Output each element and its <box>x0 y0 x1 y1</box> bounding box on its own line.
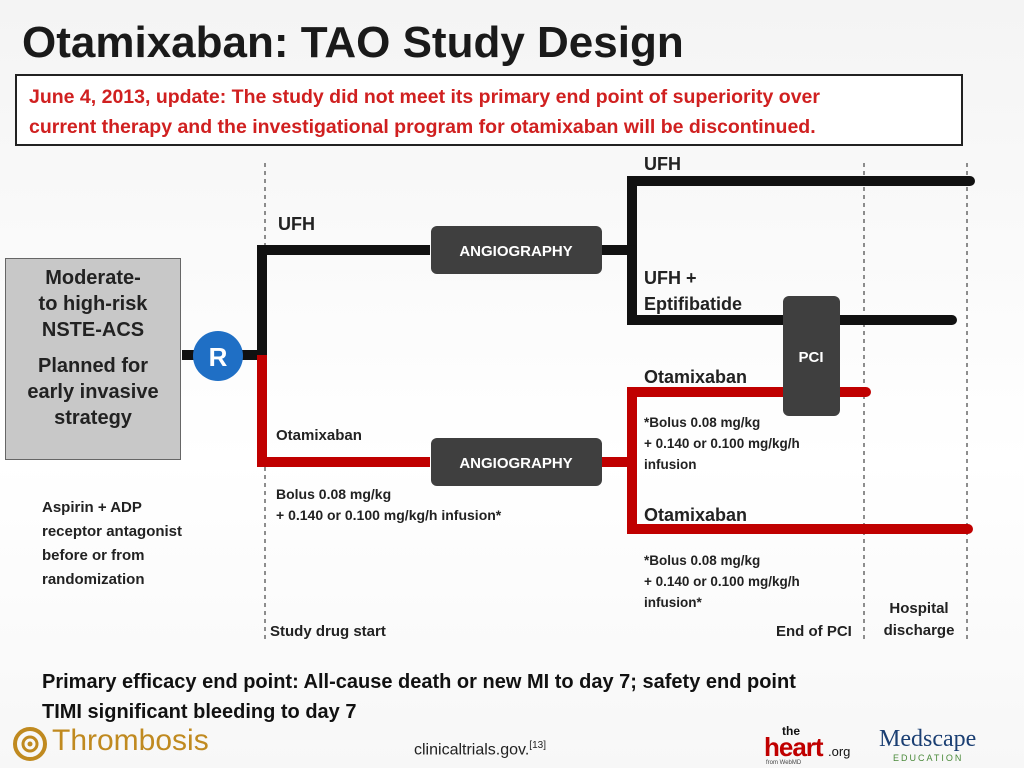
angiography-box-ufh <box>431 226 602 274</box>
background-therapy-line-2: receptor antagonist <box>42 523 183 540</box>
otamixaban-nopci-dose-line-3: infusion* <box>644 595 702 610</box>
otamixaban-nopci-dose: *Bolus 0.08 mg/kg + 0.140 or 0.100 mg/kg… <box>644 550 800 613</box>
otamixaban-arm-label: Otamixaban <box>276 427 362 444</box>
ufh-arm-label: UFH <box>278 214 315 234</box>
medscape-sub: EDUCATION <box>893 753 964 763</box>
background-therapy: Aspirin + ADP receptor antagonist before… <box>42 496 182 592</box>
background-therapy-line-1: Aspirin + ADP <box>42 499 142 516</box>
otamixaban-nopci-label: Otamixaban <box>644 505 748 525</box>
otamixaban-nopci-dose-line-2: + 0.140 or 0.100 mg/kg/h <box>644 574 800 589</box>
angiography-box-otamixaban <box>431 438 602 486</box>
population-line-4: Planned for <box>37 355 148 377</box>
ufh-eptifibatide-label: UFH + Eptifibatide <box>644 265 742 317</box>
otamixaban-nopci-branch <box>627 457 973 534</box>
otamixaban-pci-dose-line-2: + 0.140 or 0.100 mg/kg/h <box>644 436 800 451</box>
theheart-logo: the heart .org from WebMD <box>764 724 864 766</box>
hospital-discharge-line-1: Hospital <box>889 600 949 617</box>
medscape-logo: Medscape EDUCATION <box>879 726 989 766</box>
endpoints-line-1: Primary efficacy end point: All-cause de… <box>42 671 796 693</box>
ufh-top-branch-label: UFH <box>644 154 681 174</box>
otamixaban-pci-dose: *Bolus 0.08 mg/kg + 0.140 or 0.100 mg/kg… <box>644 412 800 475</box>
medscape-main: Medscape <box>879 726 977 752</box>
population-box: Moderate- to high-risk NSTE-ACS Planned … <box>5 258 181 460</box>
theheart-from: from WebMD <box>766 760 802 766</box>
source-ref: [13] <box>529 740 546 751</box>
pci-label: PCI <box>798 349 823 366</box>
ufh-eptifibatide-branch <box>627 245 957 325</box>
update-notice: June 4, 2013, update: The study did not … <box>15 74 963 146</box>
otamixaban-pci-dose-line-3: infusion <box>644 457 697 472</box>
population-line-1: Moderate- <box>45 267 141 289</box>
population-line-2: to high-risk <box>38 293 148 315</box>
ufh-eptifibatide-line-2: Eptifibatide <box>644 294 742 314</box>
angiography-label-ufh: ANGIOGRAPHY <box>459 243 572 260</box>
otamixaban-arm-dose-line-2: + 0.140 or 0.100 mg/kg/h infusion* <box>276 507 502 523</box>
pci-box <box>783 296 840 416</box>
theheart-main: heart <box>764 732 824 762</box>
otamixaban-arm-line <box>257 355 430 467</box>
otamixaban-arm-dose-line-1: Bolus 0.08 mg/kg <box>276 486 392 502</box>
endpoints: Primary efficacy end point: All-cause de… <box>42 667 796 727</box>
angiography-label-otamixaban: ANGIOGRAPHY <box>459 455 572 472</box>
population-line-3: NSTE-ACS <box>41 319 145 341</box>
otamixaban-pci-label: Otamixaban <box>644 367 748 387</box>
population-line-5: early invasive <box>27 381 159 403</box>
otamixaban-arm-dose: Bolus 0.08 mg/kg + 0.140 or 0.100 mg/kg/… <box>276 484 501 526</box>
endpoints-line-2: TIMI significant bleeding to day 7 <box>42 701 357 723</box>
otamixaban-nopci-dose-line-1: *Bolus 0.08 mg/kg <box>644 553 761 568</box>
population-line-6: strategy <box>54 407 132 429</box>
hospital-discharge-label: Hospital discharge <box>874 598 964 642</box>
source-citation: clinicaltrials.gov.[13] <box>414 740 546 759</box>
randomization-circle <box>193 331 243 381</box>
source-text: clinicaltrials.gov. <box>414 741 530 759</box>
theheart-org: .org <box>828 744 851 759</box>
hospital-discharge-line-2: discharge <box>883 622 955 639</box>
randomization-label: R <box>209 342 228 372</box>
page-title: Otamixaban: TAO Study Design <box>22 18 684 67</box>
thrombosis-logo-icon <box>13 727 47 761</box>
theheart-the: the <box>782 724 800 738</box>
ufh-eptifibatide-line-1: UFH + <box>644 268 697 288</box>
background-therapy-line-3: before or from <box>42 547 145 564</box>
update-line-2: current therapy and the investigational … <box>29 116 816 138</box>
end-of-pci-label: End of PCI <box>776 623 852 640</box>
update-line-1: June 4, 2013, update: The study did not … <box>29 86 820 108</box>
background-therapy-line-4: randomization <box>42 571 145 588</box>
thrombosis-logo-text: Thrombosis <box>52 724 209 757</box>
study-drug-start-label: Study drug start <box>270 623 386 640</box>
otamixaban-pci-dose-line-1: *Bolus 0.08 mg/kg <box>644 415 761 430</box>
